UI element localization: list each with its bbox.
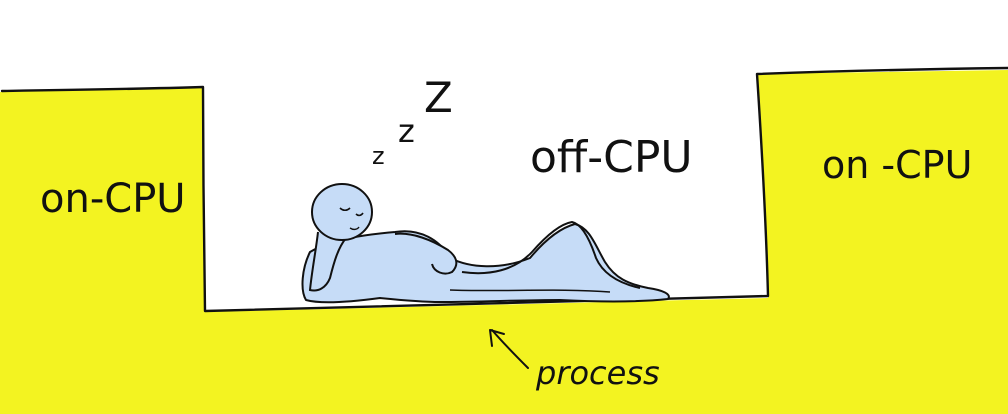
label-off-cpu: off-CPU [530, 132, 693, 183]
figure-head [311, 183, 373, 241]
on-cpu-region [0, 70, 1008, 414]
label-on-cpu-left: on-CPU [40, 176, 186, 222]
figure-mouth [349, 226, 360, 231]
label-process: process [535, 354, 660, 392]
label-on-cpu-right: on -CPU [822, 143, 972, 187]
figure-eye-left [339, 207, 351, 212]
sleeping-person-icon [301, 183, 670, 304]
figure-arm [394, 232, 458, 275]
figure-lower-leg [449, 289, 611, 293]
sleep-z-small: z [372, 142, 385, 170]
figure-support-arm [308, 231, 347, 292]
channel-outline [0, 66, 1008, 313]
sleep-z-large: Z [424, 73, 453, 122]
process-pointer-arrow [489, 329, 529, 369]
sleep-z-medium: z [398, 112, 415, 150]
figure-eye-right [355, 212, 364, 217]
figure-raised-leg [461, 220, 641, 289]
